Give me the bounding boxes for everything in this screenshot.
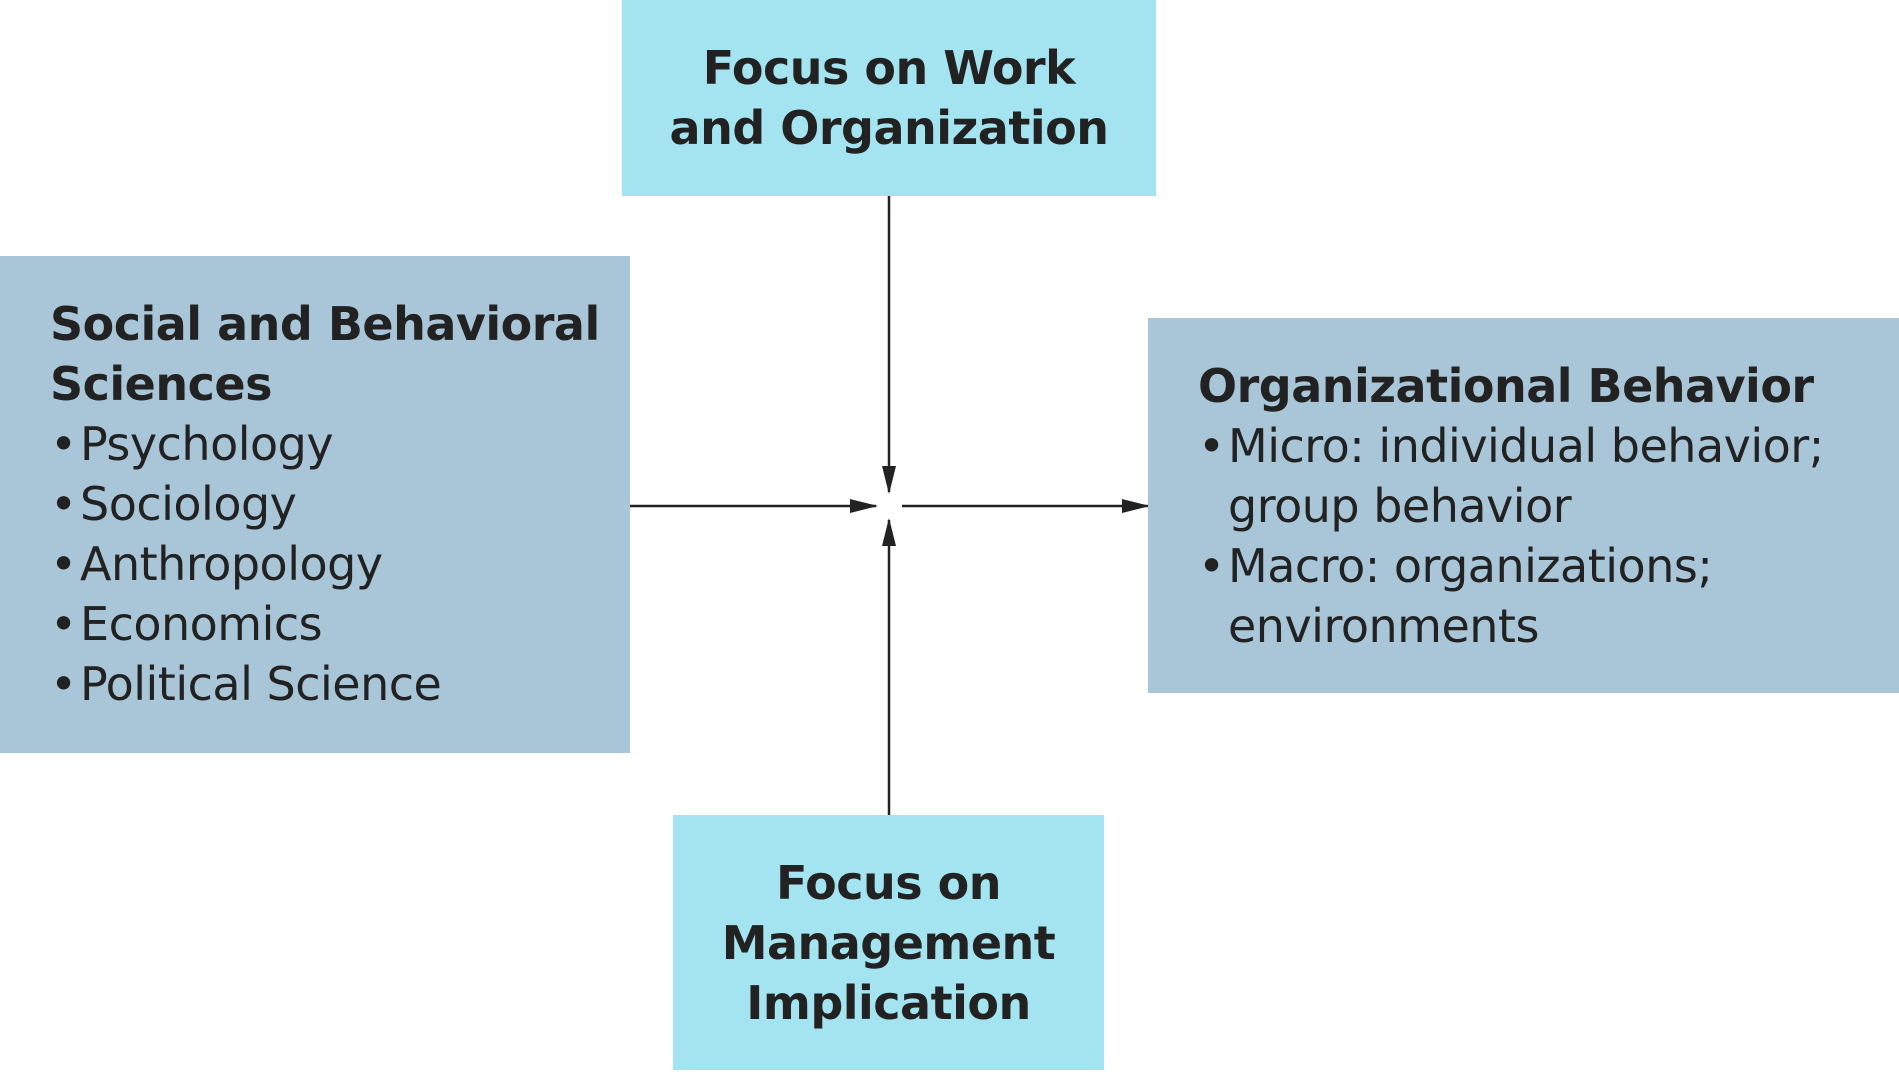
sciences-list: •Psychology •Sociology •Anthropology •Ec…: [50, 414, 630, 714]
behavior-list: •Micro: individual behavior; group behav…: [1198, 416, 1899, 656]
social-behavioral-sciences-box: Social and Behavioral Sciences •Psycholo…: [0, 256, 630, 753]
bullet-icon: •: [50, 597, 77, 651]
focus-work-organization-box: Focus on Work and Organization: [622, 0, 1156, 196]
bullet-icon: •: [1198, 539, 1225, 593]
bullet-icon: •: [50, 537, 77, 591]
list-item: •Economics: [50, 594, 630, 654]
list-item-label: Macro: organizations; environments: [1228, 539, 1713, 653]
list-item: •Anthropology: [50, 534, 630, 594]
list-item-label: Anthropology: [80, 537, 383, 591]
list-item-label: Sociology: [80, 477, 297, 531]
social-behavioral-sciences-title: Social and Behavioral Sciences: [50, 297, 600, 411]
focus-management-implication-title: Focus on Management Implication: [721, 855, 1056, 1030]
list-item: •Macro: organizations; environments: [1198, 536, 1868, 656]
list-item-label: Political Science: [80, 657, 442, 711]
bullet-icon: •: [50, 657, 77, 711]
focus-work-organization-title: Focus on Work and Organization: [669, 41, 1109, 155]
list-item: •Sociology: [50, 474, 630, 534]
list-item: •Micro: individual behavior; group behav…: [1198, 416, 1868, 536]
bullet-icon: •: [50, 417, 77, 471]
bullet-icon: •: [50, 477, 77, 531]
focus-management-implication-box: Focus on Management Implication: [673, 815, 1104, 1070]
list-item-label: Psychology: [80, 417, 334, 471]
list-item-label: Micro: individual behavior; group behavi…: [1228, 419, 1824, 533]
bullet-icon: •: [1198, 419, 1225, 473]
organizational-behavior-title: Organizational Behavior: [1198, 359, 1814, 413]
list-item-label: Economics: [80, 597, 323, 651]
list-item: •Political Science: [50, 654, 630, 714]
list-item: •Psychology: [50, 414, 630, 474]
organizational-behavior-box: Organizational Behavior •Micro: individu…: [1148, 318, 1899, 693]
